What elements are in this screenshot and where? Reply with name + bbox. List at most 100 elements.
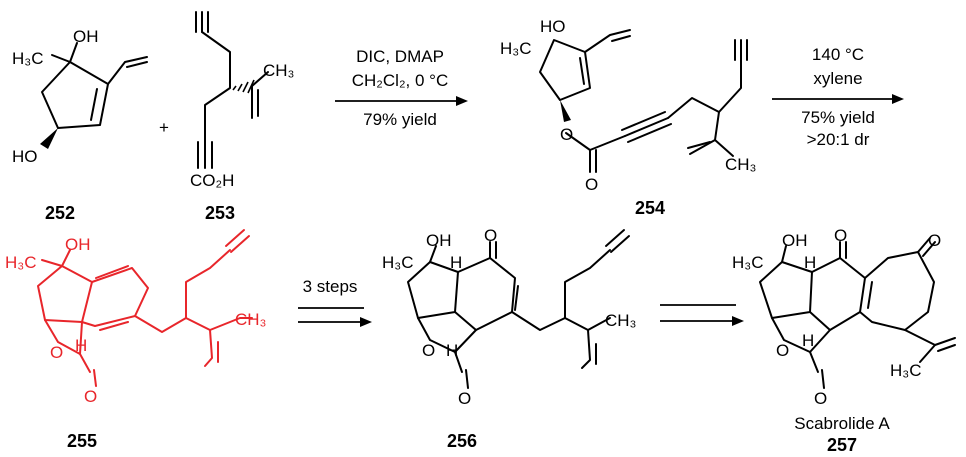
atom-oh: OH (782, 231, 808, 250)
carbonyl-double-bond (465, 369, 469, 389)
internal-alkyne-3 (627, 123, 672, 143)
isopropenyl-methyl-bond (919, 344, 936, 363)
internal-alkyne-1 (624, 117, 669, 137)
carbonyl-double-bond (93, 369, 97, 387)
step2-dr: >20:1 dr (807, 130, 870, 149)
step2-temperature: 140 °C (812, 45, 864, 64)
atom-h3c: H₃C (12, 49, 43, 68)
atom-o-carbonyl: O (585, 175, 598, 194)
atom-o-carbonyl: O (814, 389, 827, 408)
atom-h3c: H₃C (500, 39, 531, 58)
atom-h3c: H₃C (732, 253, 763, 272)
atom-oh: OH (65, 235, 91, 254)
compound-label-254: 254 (635, 198, 665, 218)
atom-h-top: H (450, 253, 462, 272)
internal-alkyne-2 (621, 111, 666, 131)
vinyl-double-bond (126, 61, 148, 68)
compound-name-257: Scabrolide A (794, 414, 890, 433)
methyl-bond (41, 259, 63, 267)
ester-bonds (565, 132, 626, 151)
oh-bond (781, 245, 787, 263)
step2-yield: 75% yield (801, 108, 875, 127)
compound-257: OH H₃C H O O H O O H₃C (732, 226, 956, 408)
compound-254: HO H₃C O O CH₃ 254 (500, 17, 756, 218)
atom-h: H (75, 336, 87, 355)
atom-ch3: CH₃ (725, 155, 756, 174)
atom-o-ketone1: O (834, 226, 847, 245)
lactone-bonds (44, 319, 91, 373)
oh-wedge-bond (40, 128, 58, 149)
cyclopentene-ring (41, 61, 109, 129)
alkyne-bond-2 (610, 235, 630, 253)
compound-label-253: 253 (205, 203, 235, 223)
compound-255: H₃C OH O H O CH₃ (5, 229, 266, 406)
vinyl-group (584, 29, 631, 53)
compound-label-255: 255 (67, 431, 97, 451)
atom-h3c: H₃C (5, 253, 36, 272)
enone-double-bond (514, 285, 519, 311)
step2-solvent: xylene (813, 69, 862, 88)
atom-oh: OH (426, 231, 452, 250)
oh-bond (429, 245, 437, 263)
isopropenyl-methyl-bond (714, 139, 734, 157)
side-chain-bonds (134, 315, 253, 333)
alkyne-bond-2 (230, 235, 250, 253)
isopropenyl-bond (689, 111, 720, 155)
atom-o-ring: O (422, 341, 435, 360)
atom-ho: HO (12, 147, 38, 166)
vinyl-double-bond (611, 35, 631, 42)
reaction-arrow-2 (772, 94, 904, 104)
hashed-bond (232, 79, 255, 94)
ketone2-bond (917, 237, 931, 253)
isopropenyl-bond (581, 329, 591, 369)
carbonyl-double-bond (821, 369, 825, 389)
ring-double-bond (90, 88, 98, 121)
cyclohexene-ring (809, 257, 866, 331)
atom-o-ester: O (560, 125, 573, 144)
lactone-bonds (417, 317, 463, 373)
cycloheptanone-ring (859, 251, 935, 331)
atom-ch3: CH₃ (263, 61, 294, 80)
compound-252: H₃C OH HO 252 (12, 27, 148, 223)
methyl-bond (51, 54, 71, 63)
step1-reagents: DIC, DMAP (356, 47, 444, 66)
atom-ch3: CH₃ (605, 311, 636, 330)
ring-double-bond-2 (99, 321, 129, 331)
atom-o-carbonyl: O (458, 389, 471, 408)
plus-sign: + (159, 118, 169, 137)
ring-double-bond (867, 281, 873, 309)
atom-o-ring: O (50, 343, 63, 362)
compound-label-257: 257 (827, 435, 857, 455)
chain-bonds (667, 39, 742, 119)
step1-solvent: CH₂Cl₂, 0 °C (352, 71, 449, 90)
alkyne-bond-1 (605, 229, 625, 247)
vinyl-group (107, 56, 148, 85)
isopropenyl-double-bond (687, 141, 711, 149)
atom-ch3: CH₃ (235, 310, 266, 329)
atom-h3c: H₃C (382, 253, 413, 272)
cyclopentane-ring (37, 265, 93, 323)
side-chain-bonds (511, 311, 611, 331)
cyclopentane-ring (407, 261, 459, 319)
cyclopentane-ring (759, 261, 813, 319)
isopropenyl-bond (904, 329, 956, 346)
ring-double-bond (579, 57, 585, 85)
atom-o-carbonyl: O (84, 387, 97, 406)
lactone-ring-bond (79, 321, 83, 355)
oh-bond (69, 42, 78, 63)
compound-label-252: 252 (45, 203, 75, 223)
chain-bonds (201, 31, 231, 143)
propargyl-chain (564, 249, 611, 319)
cyclohexadiene-ring (81, 267, 149, 327)
lactone-ring-bond (809, 329, 831, 353)
isopropenyl-bond (204, 329, 213, 367)
atom-oh: OH (73, 27, 99, 46)
compound-256: OH H₃C H O O H O CH₃ (382, 226, 636, 408)
reaction-arrow-1 (335, 96, 468, 106)
step3-steps: 3 steps (303, 277, 358, 296)
lactone-bonds (771, 317, 819, 373)
isopropenyl-double-bond (937, 344, 956, 352)
atom-o-ring: O (776, 341, 789, 360)
atom-h-bottom: H (446, 341, 458, 360)
